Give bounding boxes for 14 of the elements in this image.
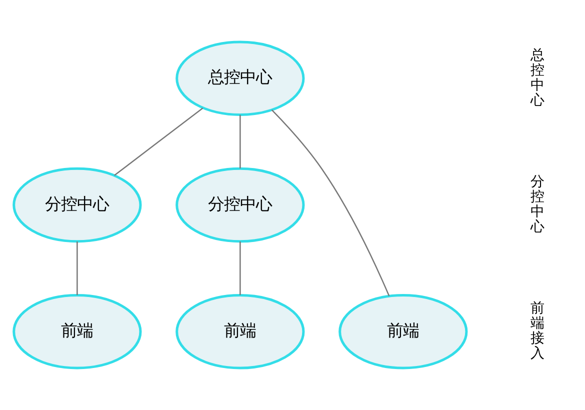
connector bbox=[271, 110, 390, 296]
node-ellipse: 总控中心 bbox=[176, 40, 305, 116]
connector bbox=[76, 241, 78, 296]
node-ellipse: 分控中心 bbox=[176, 167, 305, 243]
node-ellipse: 前端 bbox=[12, 294, 142, 370]
node-ellipse: 前端 bbox=[176, 294, 305, 370]
connector bbox=[240, 241, 241, 296]
label: 总控中心 bbox=[530, 47, 544, 108]
label: 前端接入 bbox=[530, 300, 544, 362]
node-ellipse: 前端 bbox=[338, 294, 468, 370]
connector bbox=[114, 108, 204, 176]
label: 分控中心 bbox=[530, 174, 544, 236]
node-ellipse: 分控中心 bbox=[12, 167, 142, 243]
connector bbox=[240, 114, 241, 168]
